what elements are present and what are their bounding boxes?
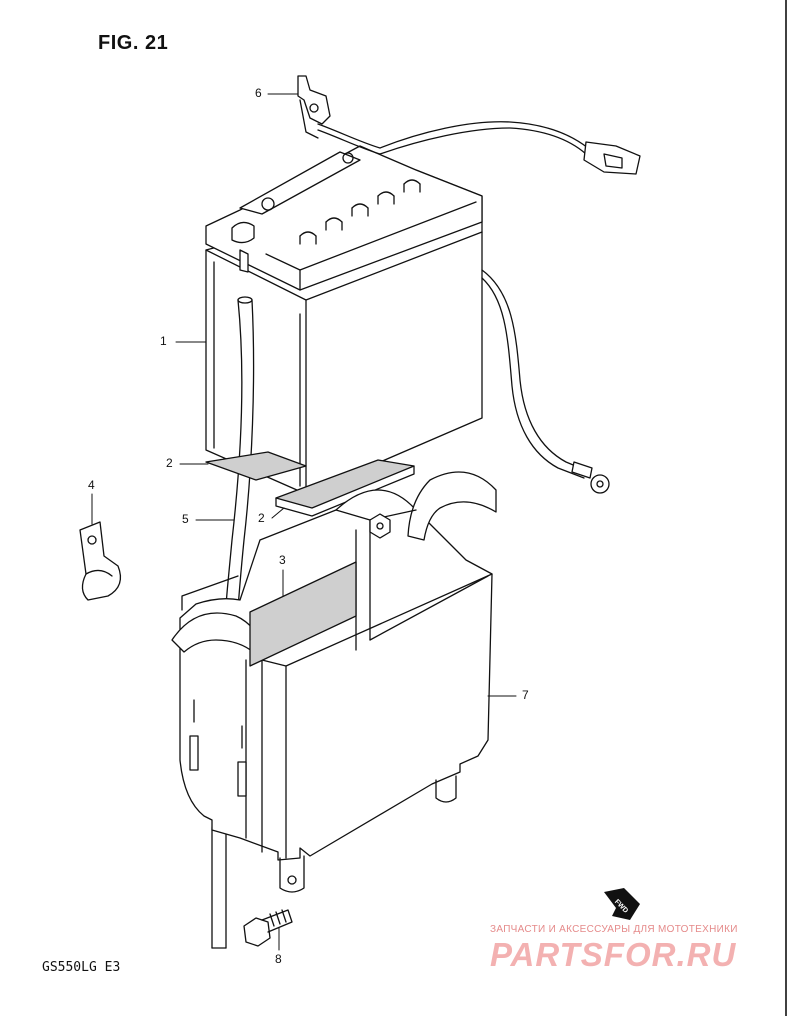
fwd-badge: FWD (613, 898, 629, 914)
callout-3: 3 (279, 553, 286, 567)
forward-arrow-icon (604, 888, 640, 920)
battery-pad-lower (275, 459, 415, 517)
callout-4: 4 (88, 478, 95, 492)
battery-holder (171, 471, 497, 893)
ground-cable (481, 269, 610, 494)
callout-5: 5 (182, 512, 189, 526)
battery (205, 145, 483, 495)
callout-8: 8 (275, 952, 282, 966)
mounting-bolt (243, 909, 293, 947)
leader-lines (91, 93, 517, 951)
callout-1: 1 (160, 334, 167, 348)
harness-wire (317, 121, 641, 175)
figure-title: FIG. 21 (98, 32, 169, 54)
watermark-tagline: ЗАПЧАСТИ И АКСЕССУАРЫ ДЛЯ МОТОТЕХНИКИ (490, 924, 738, 935)
hose-clamp (79, 521, 122, 601)
callout-2-lower: 2 (258, 511, 265, 525)
terminal-bracket (297, 75, 331, 139)
holder-pad (249, 561, 357, 667)
watermark-logo: PARTSFOR.RU (490, 936, 737, 973)
fwd-label: FWD (613, 898, 629, 914)
battery-pad-upper (205, 451, 307, 481)
callout-7: 7 (522, 688, 529, 702)
callout-2-upper: 2 (166, 456, 173, 470)
model-code: GS550LG E3 (42, 960, 121, 975)
callout-6: 6 (255, 86, 262, 100)
